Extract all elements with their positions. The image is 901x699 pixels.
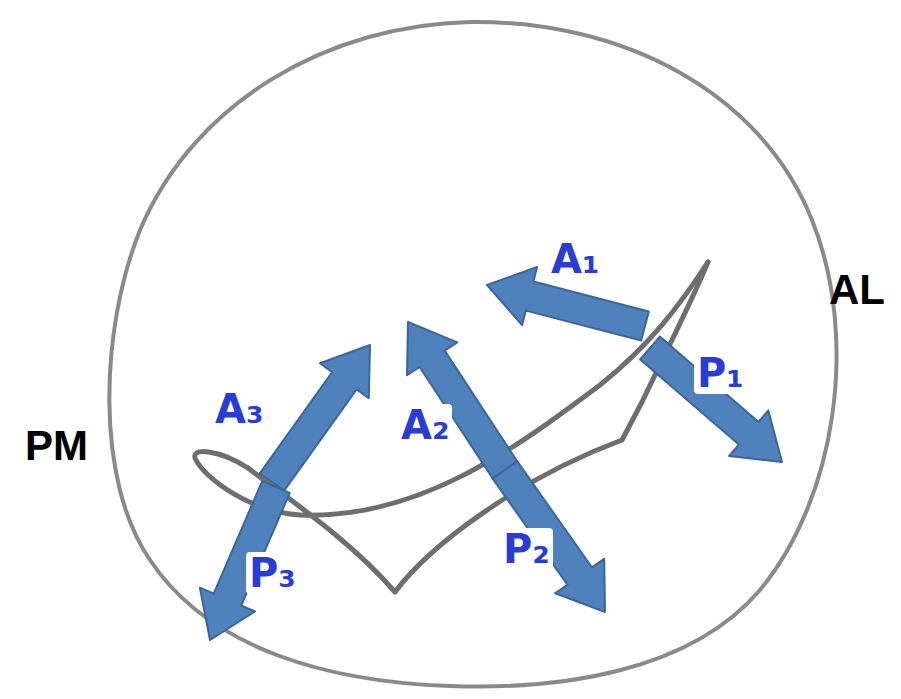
side-label: PM: [22, 424, 91, 468]
segment-label: P₂: [500, 528, 553, 570]
segment-label: A₁: [548, 238, 602, 280]
leaflet-edge: [248, 262, 708, 592]
arrow-group: [200, 267, 782, 640]
side-label: AL: [826, 268, 888, 312]
segment-label: P₃: [246, 552, 299, 594]
coaptation-line: [195, 262, 708, 515]
segment-label: P₁: [694, 352, 747, 394]
segment-label: A₃: [212, 388, 266, 430]
annulus-outline: [109, 22, 836, 687]
direction-arrow: [407, 322, 518, 478]
direction-arrow: [640, 337, 782, 462]
direction-arrow: [493, 461, 605, 612]
segment-label: A₂: [398, 404, 452, 446]
direction-arrow: [260, 345, 370, 491]
